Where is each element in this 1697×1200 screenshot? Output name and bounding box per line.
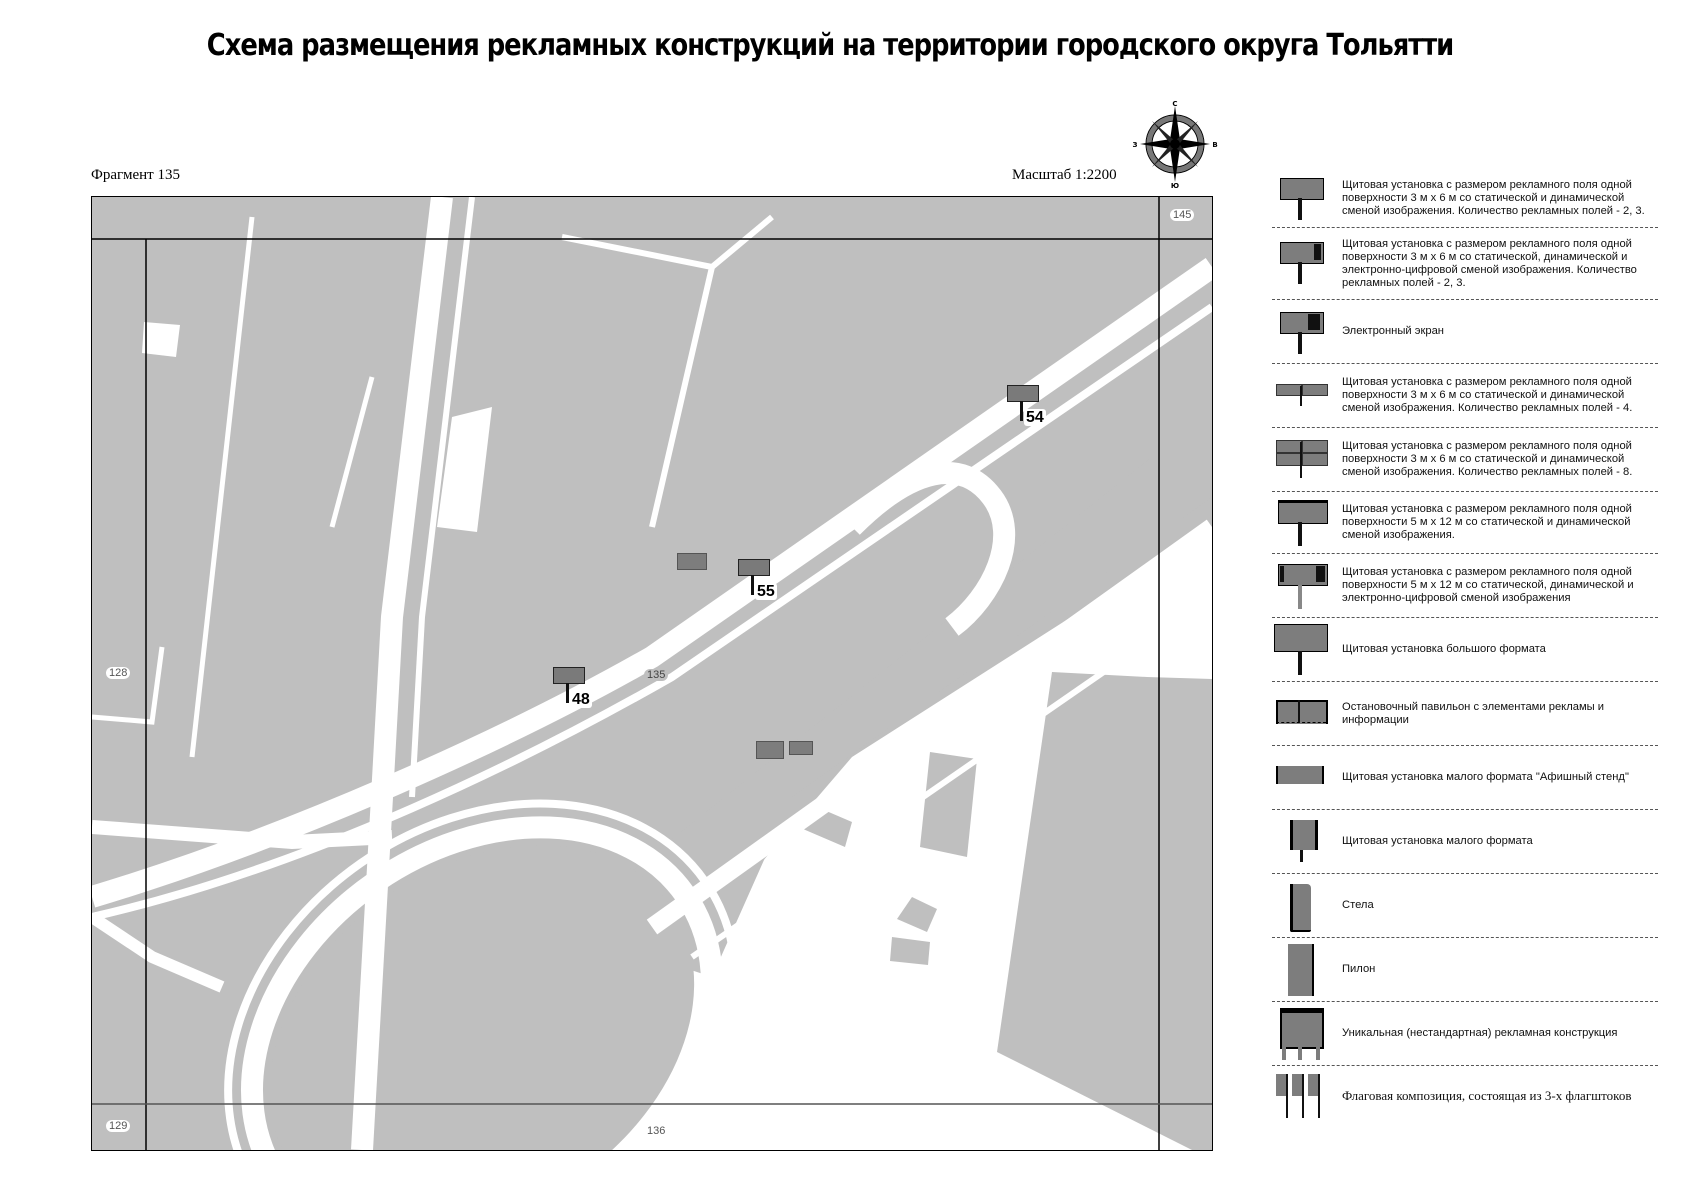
bus-stop-pavilion-icon[interactable] — [756, 741, 784, 759]
legend-item: Стела — [1272, 874, 1658, 938]
legend-item: Щитовая установка с размером рекламного … — [1272, 228, 1658, 300]
map-base — [92, 197, 1212, 1150]
billboard-3x6-icon — [1007, 385, 1039, 402]
legend-item: Щитовая установка с размером рекламного … — [1272, 428, 1658, 492]
stela-icon — [1272, 874, 1342, 937]
bus-stop-pavilion-icon[interactable] — [677, 553, 707, 570]
adjacent-sheet-label[interactable]: 129 — [106, 1120, 131, 1132]
compass-rose-icon: С Ю З В — [1132, 100, 1218, 190]
legend-item: Щитовая установка малого формата — [1272, 810, 1658, 874]
billboard-3x6-icon — [1272, 170, 1342, 227]
small-format-billboard-icon — [1272, 810, 1342, 873]
pylon-icon — [1272, 938, 1342, 1001]
adjacent-sheet-label[interactable]: 145 — [1170, 209, 1195, 221]
legend-item: Электронный экран — [1272, 300, 1658, 364]
poster-stand-icon — [1272, 746, 1342, 809]
billboard-5x12-digital-icon — [1272, 554, 1342, 617]
legend-item: Щитовая установка малого формата "Афишны… — [1272, 746, 1658, 810]
scale-label: Масштаб 1:2200 — [1012, 167, 1117, 183]
billboard-3x6-icon — [553, 667, 585, 684]
billboard-4-fields-icon — [1272, 364, 1342, 427]
adjacent-sheet-label[interactable]: 128 — [106, 667, 131, 679]
fragment-number-label: 135 — [644, 669, 669, 681]
marker-number: 54 — [1024, 409, 1046, 426]
svg-text:Ю: Ю — [1171, 182, 1179, 188]
legend: Щитовая установка с размером рекламного … — [1272, 170, 1658, 1126]
unique-structure-icon — [1272, 1002, 1342, 1065]
legend-item: Пилон — [1272, 938, 1658, 1002]
electronic-screen-icon — [1272, 300, 1342, 363]
legend-item: Щитовая установка большого формата — [1272, 618, 1658, 682]
bus-stop-pavilion-icon — [1272, 682, 1342, 745]
marker-number: 55 — [755, 583, 777, 600]
legend-item: Флаговая композиция, состоящая из 3-х фл… — [1272, 1066, 1658, 1126]
page-title: Схема размещения рекламных конструкций н… — [206, 28, 1454, 63]
poster-stand-icon[interactable] — [789, 741, 813, 755]
map-fragment[interactable]: 145 128 129 136 135 48 55 54 — [91, 196, 1213, 1151]
large-format-billboard-icon — [1272, 618, 1342, 681]
billboard-3x6-icon — [738, 559, 770, 576]
svg-text:С: С — [1172, 100, 1177, 108]
svg-text:З: З — [1133, 141, 1138, 149]
legend-item: Остановочный павильон с элементами рекла… — [1272, 682, 1658, 746]
legend-item: Щитовая установка с размером рекламного … — [1272, 364, 1658, 428]
adjacent-sheet-label[interactable]: 136 — [647, 1125, 666, 1137]
legend-item: Щитовая установка с размером рекламного … — [1272, 554, 1658, 618]
flag-composition-icon — [1272, 1066, 1342, 1126]
billboard-3x6-digital-icon — [1272, 228, 1342, 299]
legend-item: Щитовая установка с размером рекламного … — [1272, 170, 1658, 228]
legend-item: Уникальная (нестандартная) рекламная кон… — [1272, 1002, 1658, 1066]
billboard-5x12-icon — [1272, 492, 1342, 553]
billboard-8-fields-icon — [1272, 428, 1342, 491]
fragment-label: Фрагмент 135 — [91, 167, 180, 183]
svg-text:В: В — [1212, 141, 1217, 149]
marker-number: 48 — [570, 691, 592, 708]
legend-item: Щитовая установка с размером рекламного … — [1272, 492, 1658, 554]
